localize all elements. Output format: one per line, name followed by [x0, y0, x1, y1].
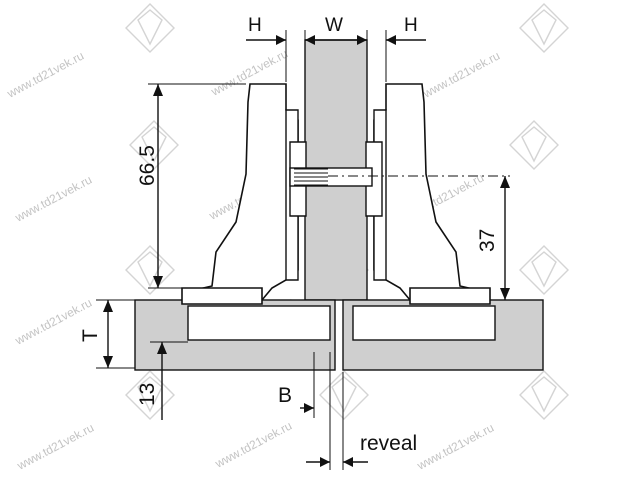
watermark-text: www.td21vek.ru — [420, 49, 502, 102]
arrowhead — [103, 356, 113, 368]
watermark-text: www.td21vek.ru — [414, 421, 496, 474]
left-hinge-cup — [181, 287, 263, 305]
arrowhead — [305, 35, 315, 45]
right-screw-head — [365, 141, 383, 217]
right-hinge-arm — [373, 83, 487, 301]
label-b: B — [278, 384, 292, 407]
arrowhead — [157, 342, 167, 354]
bolt-thread — [294, 168, 328, 186]
arrowhead — [320, 457, 330, 467]
watermark-text: www.td21vek.ru — [12, 173, 94, 226]
arrowhead — [153, 276, 163, 288]
watermark-logo — [519, 3, 569, 53]
dimension-lines — [96, 30, 510, 470]
arrowhead — [386, 35, 396, 45]
watermark-text: www.td21vek.ru — [14, 421, 96, 474]
watermark-logo — [125, 3, 175, 53]
cabinet-panels — [134, 39, 544, 371]
watermark-logo — [125, 245, 175, 295]
arrowhead — [500, 288, 510, 300]
watermark-logo — [509, 120, 559, 170]
label-h-left: H — [248, 15, 262, 36]
left-cup-recess — [187, 305, 331, 341]
right-cup-recess — [352, 305, 496, 341]
watermark-text: www.td21vek.ru — [212, 419, 294, 472]
watermark-logo — [319, 370, 369, 420]
label-t: T — [79, 329, 102, 342]
arrowhead — [153, 84, 163, 96]
arrowhead — [304, 403, 314, 413]
label-h-right: H — [404, 15, 418, 36]
connector-bolt — [289, 167, 510, 187]
watermark-logo — [129, 120, 179, 170]
arrowhead — [103, 300, 113, 312]
label-66-5: 66.5 — [136, 145, 159, 186]
watermark-logo — [519, 370, 569, 420]
watermark-logo — [519, 245, 569, 295]
left-hinge — [181, 83, 307, 305]
arrowhead — [357, 35, 367, 45]
label-37: 37 — [476, 229, 499, 252]
right-hinge — [365, 83, 491, 305]
label-w: W — [325, 15, 343, 36]
right-hinge-cup — [409, 287, 491, 305]
watermark-text: www.td21vek.ru — [4, 49, 86, 102]
label-reveal: reveal — [360, 432, 417, 455]
arrowhead — [500, 176, 510, 188]
arrowhead — [276, 35, 286, 45]
dimension-labels: H W H 66.5 37 T 13 B reveal — [79, 15, 499, 455]
left-hinge-arm — [185, 83, 299, 301]
arrowhead — [343, 457, 353, 467]
label-13: 13 — [136, 383, 159, 406]
